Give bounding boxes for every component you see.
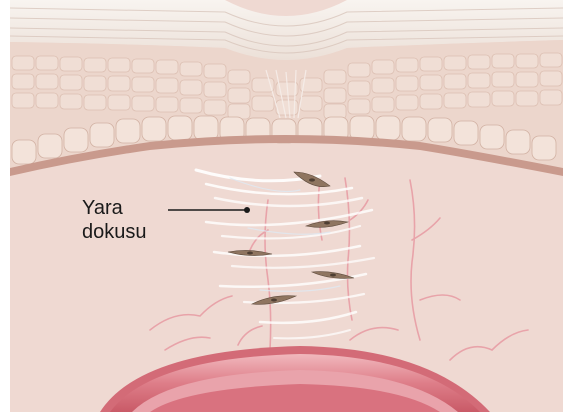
label-line-1: Yara <box>82 196 147 220</box>
wound-tissue-label: Yara dokusu <box>82 196 147 244</box>
pointer-dot <box>244 207 250 213</box>
label-line-2: dokusu <box>82 220 147 244</box>
